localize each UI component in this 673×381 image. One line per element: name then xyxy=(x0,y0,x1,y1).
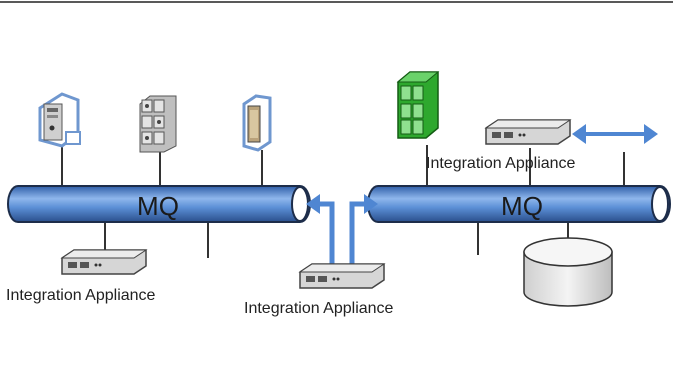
integration-appliance-top-right xyxy=(484,119,572,145)
arrow-right-head-icon xyxy=(364,194,378,214)
integration-appliance-bottom-center xyxy=(298,263,386,289)
mq-bus-left-label: MQ xyxy=(137,191,179,221)
appliance-top-right-label: Integration Appliance xyxy=(426,155,576,172)
connector-lines xyxy=(61,140,625,258)
bidirectional-arrow-icon xyxy=(572,124,658,144)
appliance-bottom-center-label: Integration Appliance xyxy=(244,300,394,317)
database-icon xyxy=(523,237,613,307)
bridge-arrows xyxy=(318,201,368,266)
mq-bus-left: MQ xyxy=(7,185,311,223)
integration-appliance-bottom-left xyxy=(60,249,148,275)
arrow-left-head-icon xyxy=(306,194,320,214)
tower-server-icon xyxy=(38,92,81,148)
green-server-icon xyxy=(396,71,440,139)
mq-bus-right: MQ xyxy=(367,185,671,223)
mq-bus-right-label: MQ xyxy=(501,191,543,221)
appliance-bottom-left-label: Integration Appliance xyxy=(6,287,156,304)
storage-rack-icon xyxy=(139,95,177,153)
cabinet-server-icon xyxy=(242,94,272,152)
